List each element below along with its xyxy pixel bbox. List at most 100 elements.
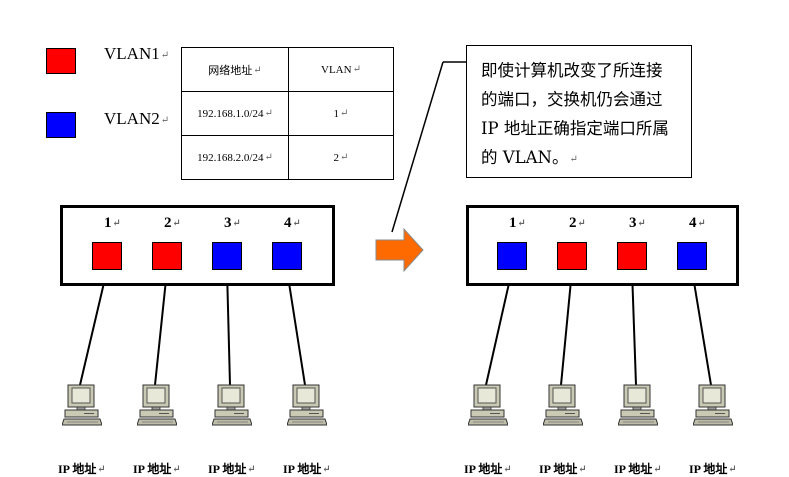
port-number-text: 1 — [509, 215, 517, 231]
paragraph-mark: ↵ — [247, 464, 256, 475]
paragraph-mark: ↵ — [322, 464, 331, 475]
paragraph-mark: ↵ — [264, 107, 273, 119]
cell-vlan: 2 — [333, 151, 340, 164]
port-number-text: 4 — [689, 215, 697, 231]
table-cell: 192.168.2.0/24↵ — [181, 135, 289, 180]
cable-before-4 — [286, 269, 306, 386]
paragraph-mark: ↵ — [352, 63, 361, 75]
paragraph-mark: ↵ — [160, 115, 170, 126]
before-port-4 — [272, 242, 302, 270]
after-port-2 — [557, 242, 587, 270]
pc-ip-label-text: IP 地址 — [689, 462, 728, 476]
paragraph-mark: ↵ — [578, 464, 587, 475]
pc-ip-label: IP 地址↵ — [133, 460, 181, 477]
pc-ip-label-text: IP 地址 — [283, 462, 322, 476]
computer-before-3 — [211, 383, 253, 432]
computer-icon — [542, 384, 584, 426]
paragraph-mark: ↵ — [172, 464, 181, 475]
after-port-4 — [677, 242, 707, 270]
paragraph-mark: ↵ — [637, 218, 646, 229]
cable-after-2 — [560, 269, 573, 386]
cable-after-4 — [691, 269, 712, 386]
computer-after-2 — [542, 383, 584, 432]
cables — [79, 269, 712, 386]
pc-ip-label-text: IP 地址 — [464, 462, 503, 476]
computer-before-4 — [286, 383, 328, 432]
computer-icon — [467, 384, 509, 426]
port-number-text: 2 — [164, 215, 172, 231]
before-port-number-4: 4↵ — [284, 215, 301, 232]
pc-ip-label-text: IP 地址 — [614, 462, 653, 476]
header-vlan: VLAN — [321, 63, 352, 76]
pc-ip-label-text: IP 地址 — [208, 462, 247, 476]
cable-before-1 — [79, 269, 108, 386]
legend-swatch-vlan1 — [46, 48, 76, 74]
cell-vlan: 1 — [333, 107, 340, 120]
pc-ip-label: IP 地址↵ — [689, 460, 737, 477]
paragraph-mark: ↵ — [160, 50, 170, 61]
computer-icon — [617, 384, 659, 426]
port-number-text: 3 — [629, 215, 637, 231]
computer-icon — [211, 384, 253, 426]
paragraph-mark: ↵ — [728, 464, 737, 475]
cable-before-2 — [154, 269, 168, 386]
paragraph-mark: ↵ — [340, 107, 349, 119]
cell-address: 192.168.2.0/24 — [197, 151, 264, 164]
paragraph-mark: ↵ — [253, 64, 262, 76]
before-port-number-2: 2↵ — [164, 215, 181, 232]
transition-arrow — [375, 227, 424, 273]
cable-after-3 — [631, 269, 637, 386]
legend-text-vlan2: VLAN2 — [104, 109, 160, 128]
cable-after-1 — [485, 269, 513, 386]
paragraph-mark: ↵ — [112, 218, 121, 229]
after-port-number-2: 2↵ — [569, 215, 586, 232]
pc-ip-label: IP 地址↵ — [208, 460, 256, 477]
note-line: 的 VLAN。↵ — [481, 143, 677, 174]
paragraph-mark: ↵ — [172, 218, 181, 229]
computer-after-1 — [467, 383, 509, 432]
paragraph-mark: ↵ — [503, 464, 512, 475]
note-line: 的端口，交换机仍会通过 — [481, 90, 663, 109]
pc-ip-label: IP 地址↵ — [614, 460, 662, 477]
vlan-address-table: 网络地址↵ VLAN↵ 192.168.1.0/24↵ 1↵ 192.168.2… — [181, 47, 394, 180]
after-port-number-3: 3↵ — [629, 215, 646, 232]
after-port-1 — [497, 242, 527, 270]
computer-before-1 — [61, 383, 103, 432]
computer-after-3 — [617, 383, 659, 432]
port-number-text: 2 — [569, 215, 577, 231]
callout-pointer-line — [391, 61, 444, 233]
table-header-cell: VLAN↵ — [288, 47, 394, 92]
cable-before-3 — [226, 269, 231, 386]
table-cell: 2↵ — [288, 135, 394, 180]
before-port-2 — [152, 242, 182, 270]
note-line-text: 的 VLAN。 — [481, 148, 569, 167]
port-number-text: 1 — [104, 215, 112, 231]
cell-address: 192.168.1.0/24 — [197, 107, 264, 120]
header-network-address: 网络地址 — [208, 64, 253, 77]
before-port-number-1: 1↵ — [104, 215, 121, 232]
computer-before-2 — [136, 383, 178, 432]
table-row: 192.168.2.0/24↵ 2↵ — [181, 135, 394, 180]
after-port-number-4: 4↵ — [689, 215, 706, 232]
paragraph-mark: ↵ — [569, 154, 578, 165]
paragraph-mark: ↵ — [577, 218, 586, 229]
pc-ip-label: IP 地址↵ — [464, 460, 512, 477]
note-line: IP 地址正确指定端口所属 — [481, 119, 669, 138]
computer-after-4 — [692, 383, 734, 432]
paragraph-mark: ↵ — [340, 151, 349, 163]
before-port-number-3: 3↵ — [224, 215, 241, 232]
before-port-3 — [212, 242, 242, 270]
paragraph-mark: ↵ — [517, 218, 526, 229]
legend-swatch-vlan2 — [46, 112, 76, 138]
pc-ip-label: IP 地址↵ — [283, 460, 331, 477]
pc-ip-label-text: IP 地址 — [539, 462, 578, 476]
port-number-text: 3 — [224, 215, 232, 231]
computer-icon — [136, 384, 178, 426]
pc-ip-label-text: IP 地址 — [58, 462, 97, 476]
computer-icon — [286, 384, 328, 426]
pc-ip-label: IP 地址↵ — [539, 460, 587, 477]
computer-icon — [61, 384, 103, 426]
legend-text-vlan1: VLAN1 — [104, 44, 160, 63]
paragraph-mark: ↵ — [653, 464, 662, 475]
